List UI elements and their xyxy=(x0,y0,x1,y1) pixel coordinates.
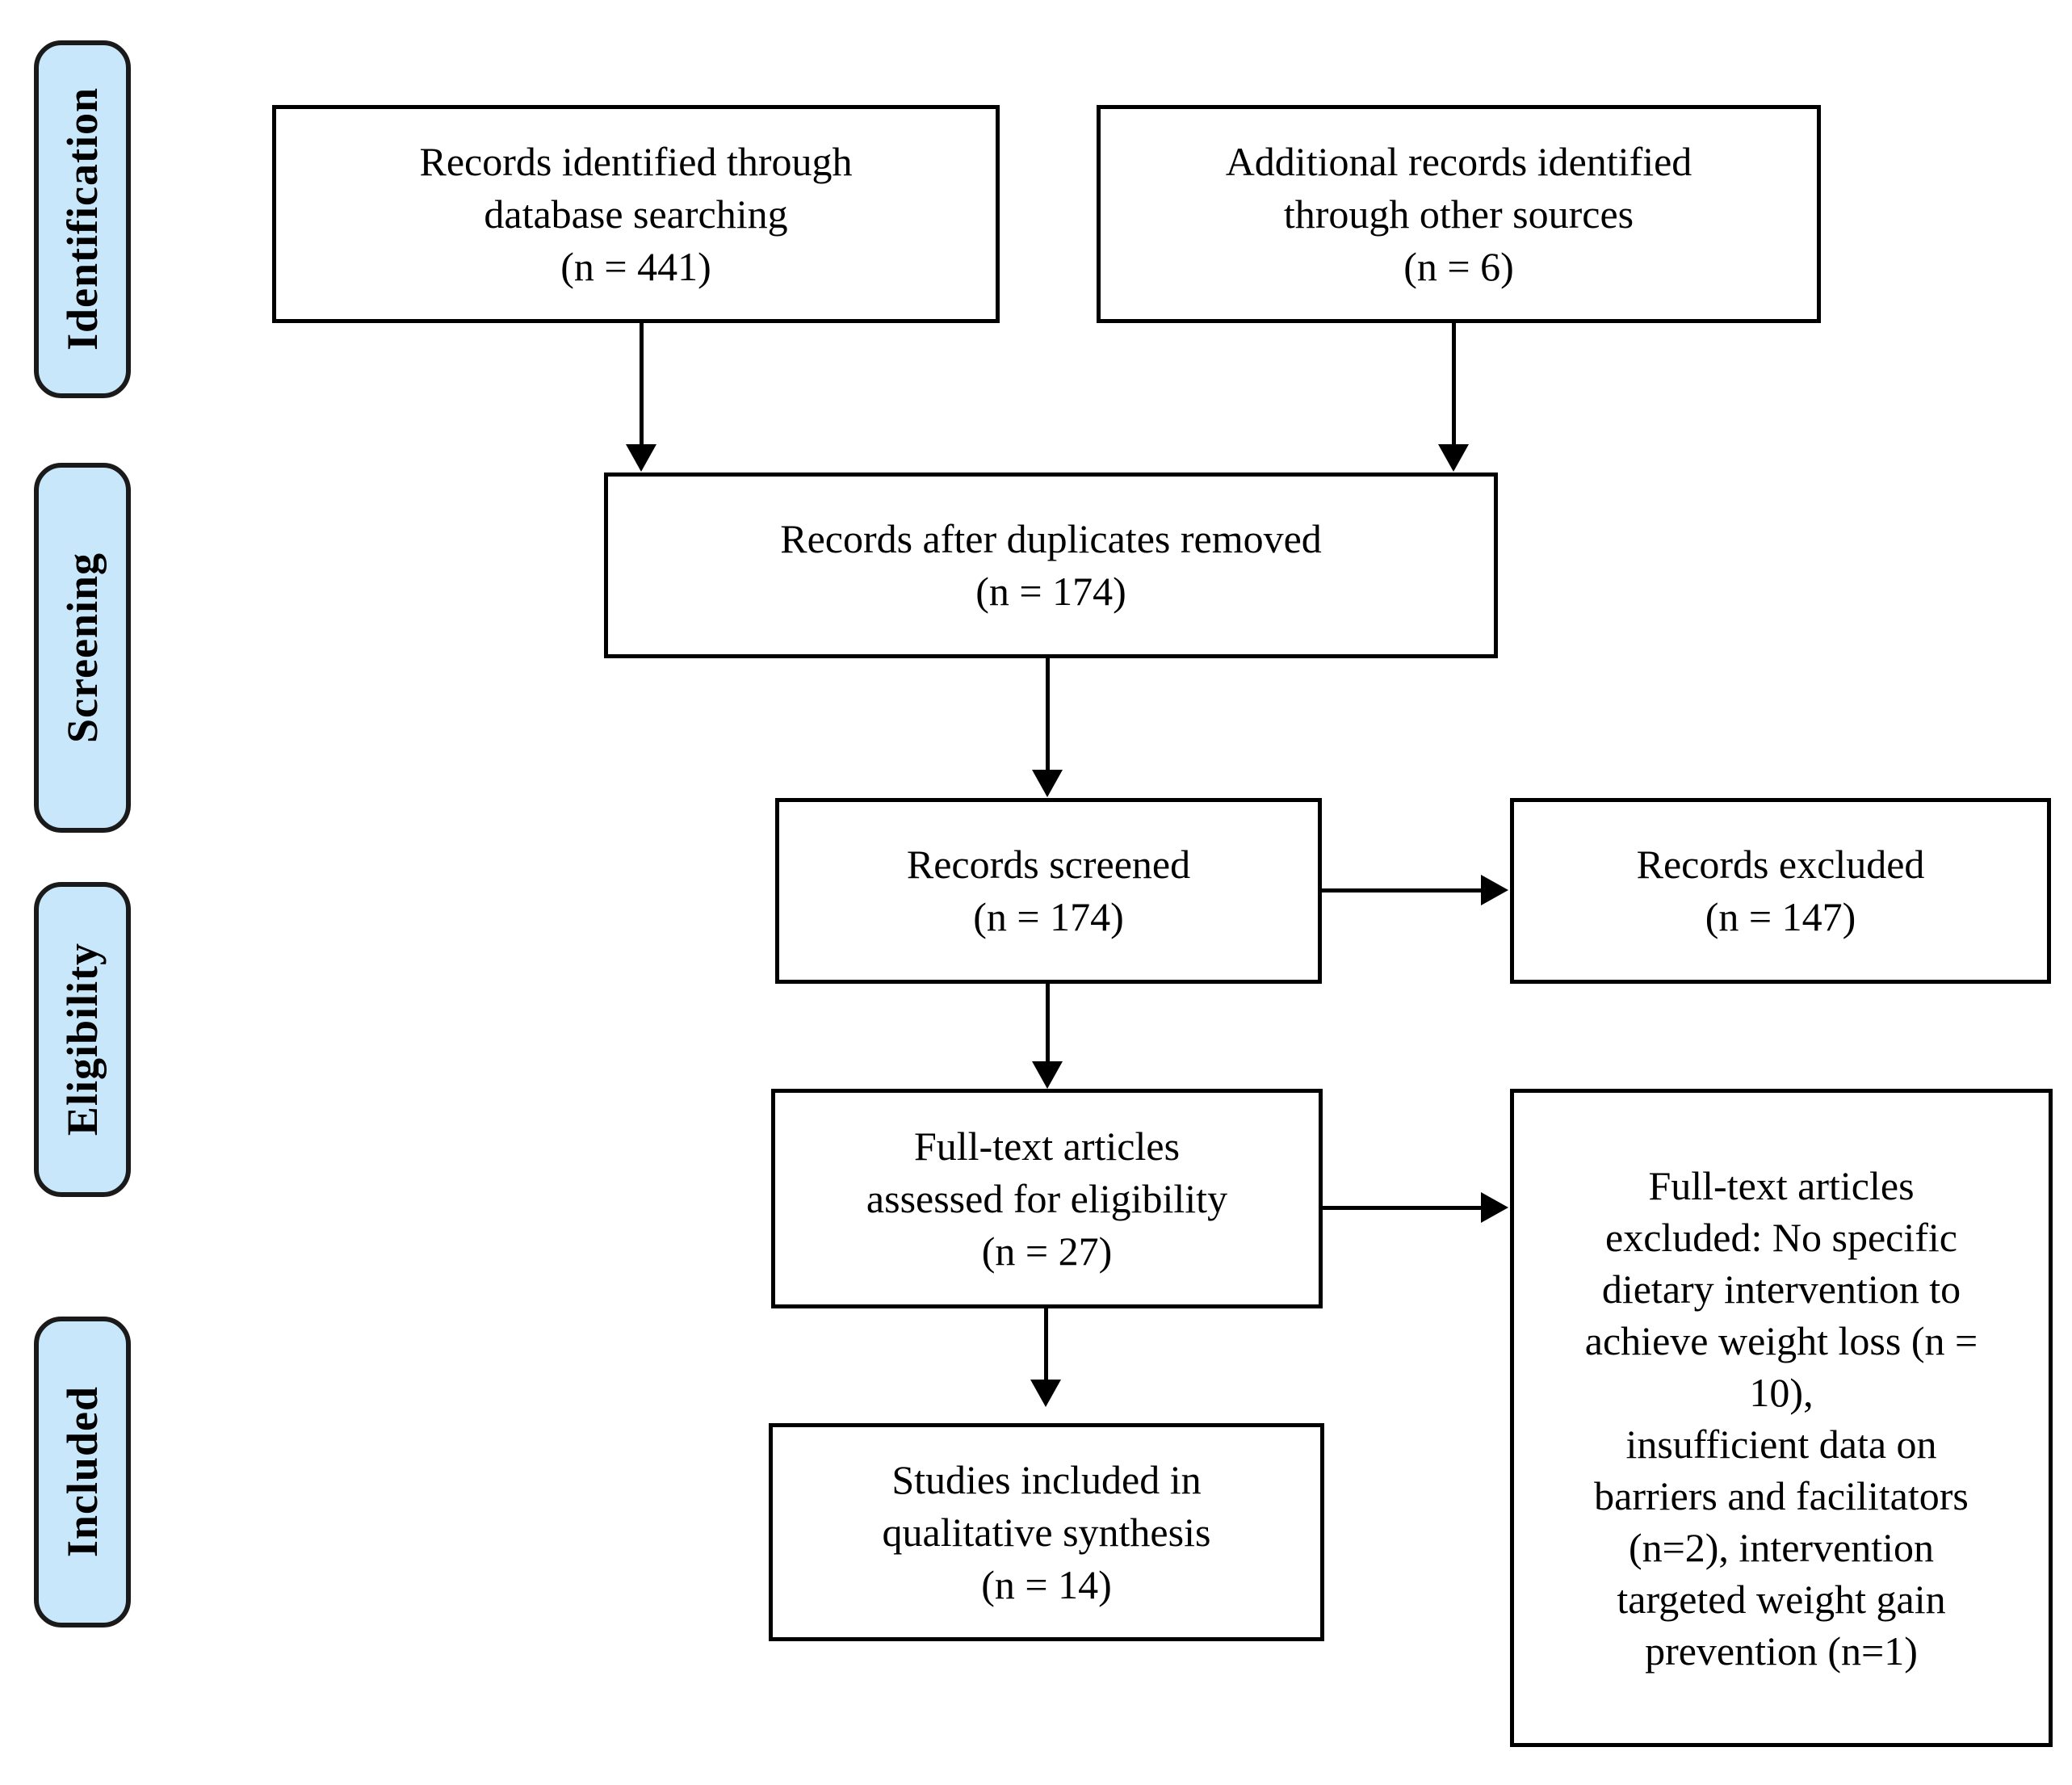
box-line: dietary intervention to xyxy=(1601,1266,1961,1312)
connector-screened-to-fulltext xyxy=(1046,984,1050,1063)
box-records-screened-text: Records screened (n = 174) xyxy=(907,838,1190,943)
arrowhead-duplicates-to-screened xyxy=(1032,770,1063,797)
box-line: through other sources xyxy=(1283,191,1634,237)
box-count: (n = 441) xyxy=(560,243,711,289)
box-studies-included: Studies included in qualitative synthesi… xyxy=(769,1423,1324,1641)
box-records-excluded-text: Records excluded (n = 147) xyxy=(1637,838,1925,943)
box-line: assessed for eligibility xyxy=(866,1175,1228,1221)
box-full-text-articles-excluded: Full-text articles excluded: No specific… xyxy=(1510,1089,2053,1747)
connector-screened-to-excluded xyxy=(1322,888,1483,892)
arrowhead-screened-to-fulltext xyxy=(1032,1061,1063,1089)
box-line: Full-text articles xyxy=(1648,1162,1915,1208)
box-line: excluded: No specific xyxy=(1605,1214,1957,1260)
box-line: Records excluded xyxy=(1636,842,1925,887)
stage-tab-eligibility: Eligibility xyxy=(34,882,131,1197)
box-line: barriers and facilitators xyxy=(1594,1472,1969,1518)
arrowhead-database-to-duplicates xyxy=(626,444,656,472)
box-full-text-articles-assessed-text: Full-text articles assessed for eligibil… xyxy=(866,1120,1227,1278)
box-line: 10), xyxy=(1749,1369,1814,1415)
stage-tab-eligibility-label: Eligibility xyxy=(58,943,107,1136)
connector-fulltext-to-included xyxy=(1044,1308,1048,1381)
box-records-after-duplicates-removed-text: Records after duplicates removed (n = 17… xyxy=(780,513,1322,618)
box-full-text-articles-assessed: Full-text articles assessed for eligibil… xyxy=(771,1089,1323,1308)
arrowhead-fulltext-to-included xyxy=(1030,1380,1061,1407)
box-line: Studies included in xyxy=(891,1456,1202,1502)
box-records-screened: Records screened (n = 174) xyxy=(775,798,1322,984)
box-count: (n = 27) xyxy=(981,1228,1113,1274)
box-additional-records-other-sources-text: Additional records identified through ot… xyxy=(1226,136,1692,293)
connector-fulltext-to-excluded xyxy=(1323,1206,1483,1210)
box-full-text-articles-excluded-text: Full-text articles excluded: No specific… xyxy=(1585,1160,1978,1677)
box-line: qualitative synthesis xyxy=(882,1509,1211,1555)
box-count: (n = 14) xyxy=(981,1561,1112,1607)
box-studies-included-text: Studies included in qualitative synthesi… xyxy=(883,1454,1211,1611)
box-line: Records after duplicates removed xyxy=(780,516,1322,561)
box-line: (n=2), intervention xyxy=(1628,1524,1935,1570)
box-line: achieve weight loss (n = xyxy=(1584,1317,1978,1363)
box-line: prevention (n=1) xyxy=(1645,1628,1918,1674)
box-line: targeted weight gain xyxy=(1617,1576,1946,1622)
box-line: Additional records identified xyxy=(1225,138,1692,184)
stage-tab-screening: Screening xyxy=(34,463,131,833)
stage-tab-screening-label: Screening xyxy=(58,552,107,743)
connector-other-sources-to-duplicates xyxy=(1452,323,1456,446)
box-count: (n = 147) xyxy=(1705,894,1856,939)
arrowhead-screened-to-excluded xyxy=(1481,875,1508,905)
stage-tab-identification: Identification xyxy=(34,40,131,398)
stage-tab-included: Included xyxy=(34,1317,131,1628)
box-records-identified-database-text: Records identified through database sear… xyxy=(420,136,853,293)
box-records-identified-database: Records identified through database sear… xyxy=(272,105,1000,323)
box-line: Records identified through xyxy=(419,138,853,184)
box-line: Records screened xyxy=(906,842,1191,887)
stage-tab-included-label: Included xyxy=(58,1386,107,1558)
connector-duplicates-to-screened xyxy=(1046,658,1050,771)
connector-database-to-duplicates xyxy=(640,323,644,446)
box-count: (n = 174) xyxy=(973,894,1124,939)
box-line: database searching xyxy=(484,191,788,237)
box-line: Full-text articles xyxy=(913,1123,1181,1169)
box-records-after-duplicates-removed: Records after duplicates removed (n = 17… xyxy=(604,472,1498,658)
box-records-excluded: Records excluded (n = 147) xyxy=(1510,798,2051,984)
box-line: insufficient data on xyxy=(1625,1421,1937,1467)
stage-tab-identification-label: Identification xyxy=(58,87,107,351)
box-count: (n = 6) xyxy=(1403,243,1514,289)
box-additional-records-other-sources: Additional records identified through ot… xyxy=(1097,105,1821,323)
box-count: (n = 174) xyxy=(975,569,1126,614)
arrowhead-other-sources-to-duplicates xyxy=(1438,444,1469,472)
arrowhead-fulltext-to-excluded xyxy=(1481,1192,1508,1223)
